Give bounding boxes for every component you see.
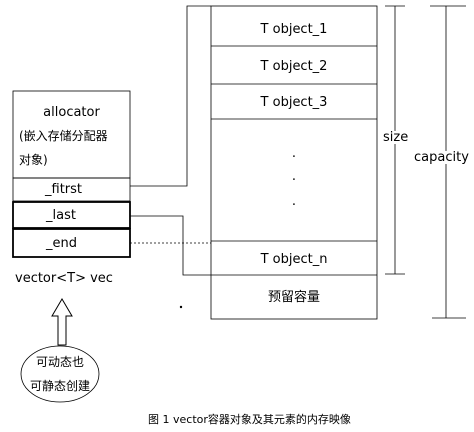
size-label: size [382,130,410,145]
ellipsis-dot: . [291,194,297,209]
first-cell [12,177,131,202]
creation-note-line1: 可动态也 [35,355,84,369]
end-pointer-dot [179,305,183,309]
memory-cell-n: T object_n [260,252,328,267]
first-pointer-line [130,5,211,187]
capacity-label: capacity [413,150,470,165]
allocator-desc-line2: 对象) [19,153,48,167]
memory-block [210,5,378,320]
first-pointer-label: _fitrst [45,182,83,197]
end-pointer-label: _end [46,236,77,251]
memory-cell-1: T object_1 [260,22,328,37]
memory-outline [210,5,378,320]
last-pointer-line [130,215,211,276]
allocator-desc-line1: (嵌入存储分配器 [19,129,108,143]
allocator-title: allocator [43,105,100,120]
vector-caption: vector<T> vec [15,271,113,286]
last-cell [12,201,131,229]
memory-cell-2: T object_2 [260,59,328,74]
ellipsis-dot: . [291,169,297,184]
creation-note-ellipse [20,345,100,403]
creation-note-line2: 可静态创建 [29,379,90,393]
reserved-capacity-label: 预留容量 [267,290,320,305]
up-arrow-icon [51,298,73,346]
last-pointer-label: _last [46,208,76,223]
figure-caption: 图 1 vector容器对象及其元素的内存映像 [148,413,351,426]
memory-cell-3: T object_3 [260,95,328,110]
pointer-lines [130,5,211,309]
ellipsis-dot: . [291,146,297,161]
